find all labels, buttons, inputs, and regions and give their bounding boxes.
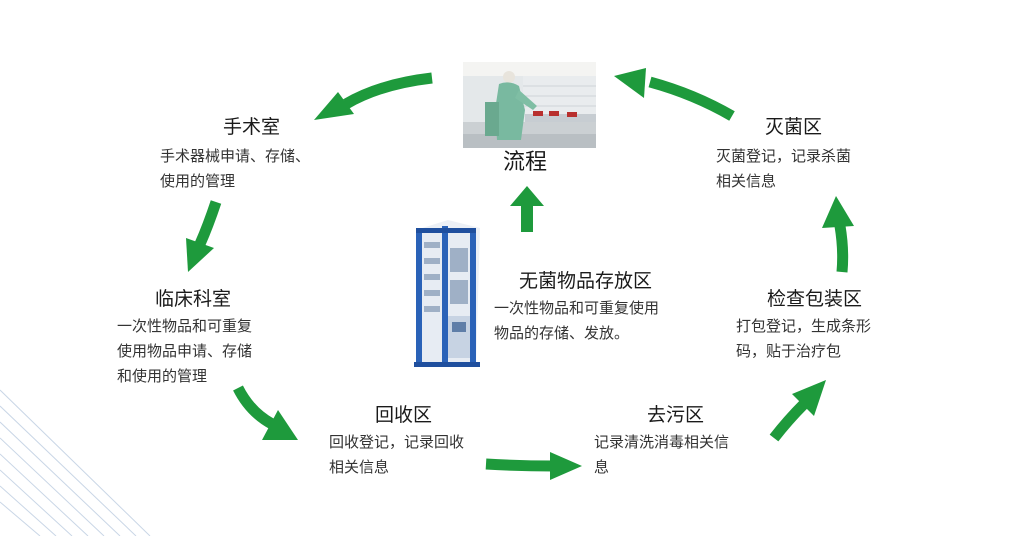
node-description: 一次性物品和可重复使用 物品的存储、发放。	[494, 296, 659, 346]
node-title: 手术室	[223, 116, 281, 138]
node-description: 一次性物品和可重复 使用物品申请、存储 和使用的管理	[117, 314, 252, 389]
node-title: 临床科室	[155, 288, 232, 310]
desc-line: 回收登记，记录回收	[329, 433, 465, 451]
node-description: 手术器械申请、存储、 使用的管理	[160, 144, 310, 194]
node-title: 去污区	[647, 404, 705, 426]
desc-line: 打包登记，生成条形	[736, 317, 872, 335]
desc-line: 记录清洗消毒相关信	[594, 433, 730, 451]
arrow-to-center-label	[510, 186, 544, 232]
desc-line: 使用的管理	[160, 172, 236, 190]
center-label: 流程	[503, 150, 548, 175]
arrow-to-center-photo	[614, 68, 735, 121]
desc-line: 一次性物品和可重复使用	[494, 299, 660, 317]
node-description: 打包登记，生成条形 码，贴于治疗包	[736, 314, 871, 364]
arrow-to-decontamination-area	[485, 452, 582, 480]
node-title: 灭菌区	[765, 116, 823, 138]
arrow-to-clinical-dept	[186, 200, 222, 272]
decorative-corner-lines	[0, 389, 151, 536]
node-title: 检查包装区	[767, 288, 863, 310]
desc-line: 灭菌登记，记录杀菌	[716, 147, 852, 165]
desc-line: 使用物品申请、存储	[117, 342, 253, 360]
node-title: 回收区	[375, 404, 433, 426]
desc-line: 相关信息	[716, 172, 777, 190]
desc-line: 物品的存储、发放。	[494, 324, 630, 342]
desc-line: 一次性物品和可重复	[117, 317, 253, 335]
desc-line: 息	[594, 458, 610, 476]
storage-tower-icon	[414, 220, 480, 367]
desc-line: 和使用的管理	[117, 367, 208, 385]
node-description: 记录清洗消毒相关信 息	[594, 430, 729, 480]
arrow-to-recovery-area	[233, 385, 298, 440]
clean-room-photo	[463, 62, 596, 148]
arrow-to-operating-room	[314, 72, 433, 120]
arrow-to-inspection-packing-area	[769, 380, 826, 442]
node-description: 回收登记，记录回收 相关信息	[329, 430, 464, 480]
node-description: 灭菌登记，记录杀菌 相关信息	[716, 144, 851, 194]
node-title: 无菌物品存放区	[519, 270, 653, 292]
desc-line: 相关信息	[329, 458, 390, 476]
arrow-to-sterilization-area	[822, 196, 854, 273]
desc-line: 码，贴于治疗包	[736, 342, 842, 360]
desc-line: 手术器械申请、存储、	[160, 147, 311, 165]
